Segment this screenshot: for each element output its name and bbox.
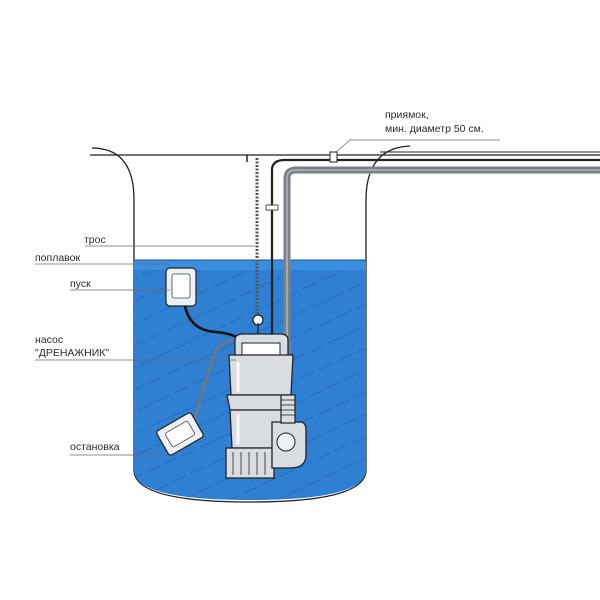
float-stop [156,412,204,456]
pump [225,333,307,479]
leader-pit-diag [335,139,351,153]
discharge-pipe-highlight [286,169,600,395]
label-cable: трос [84,234,106,246]
label-float: поплавок [35,252,80,264]
float-cable-stop [190,338,239,431]
float-start [165,267,197,307]
label-start: пуск [70,278,91,290]
water-surface [134,260,366,270]
cable-tie [265,204,279,211]
label-pump-line1: насос [35,334,63,346]
power-cable [270,158,600,345]
cable-clamp [329,151,338,163]
label-pit-line1: приямок, [385,109,429,121]
label-pump-line2: "ДРЕНАЖНИК" [35,347,109,359]
label-pit-line2: мин. диаметр 50 см. [385,123,484,135]
pit-wall [91,145,411,503]
label-stop: остановка [70,441,120,453]
